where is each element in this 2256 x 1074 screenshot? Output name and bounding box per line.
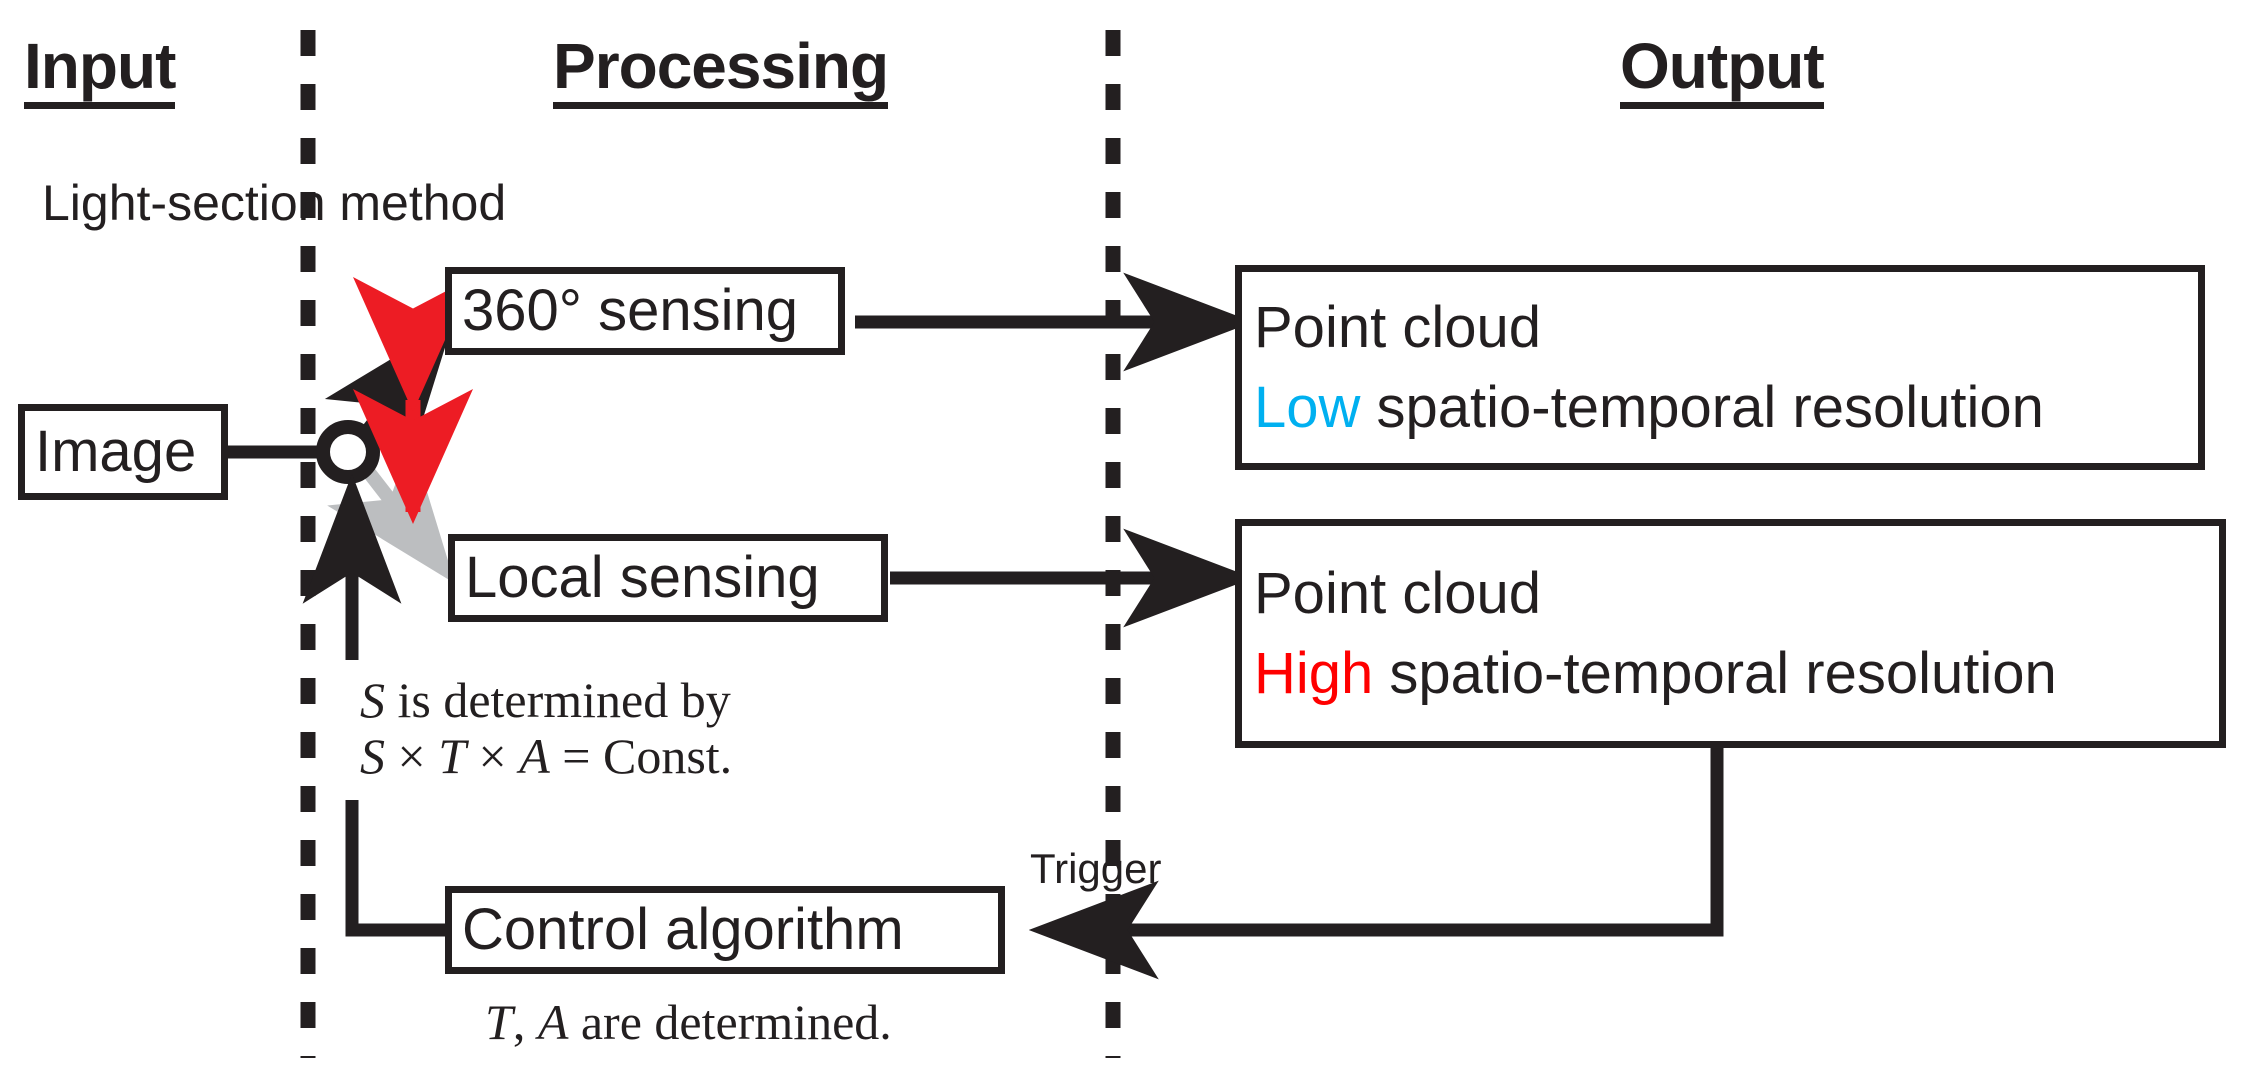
formula-equals: = [549, 728, 603, 784]
formula-times-1: × [385, 728, 439, 784]
connector-control-to-feedback [345, 800, 445, 937]
formula-var-s2: S [360, 728, 385, 784]
output-high-rest: spatio-temporal resolution [1373, 640, 2057, 706]
output-low-rest: spatio-temporal resolution [1360, 374, 2044, 440]
caption-comma: , [512, 994, 538, 1050]
column-header-processing-underline [553, 102, 889, 109]
column-header-processing: Processing [553, 34, 889, 109]
formula-var-a: A [519, 728, 550, 784]
image-input-box[interactable]: Image [18, 404, 228, 500]
column-header-output: Output [1620, 34, 1825, 109]
caption-rest: are determined. [568, 994, 892, 1050]
light-section-method-caption: Light-section method [42, 175, 507, 231]
column-header-input-underline [24, 102, 176, 109]
output-high-highlight: High [1254, 640, 1374, 706]
output-box-high-resolution[interactable]: Point cloud High spatio-temporal resolut… [1235, 519, 2226, 748]
connector-junction-to-local [327, 440, 456, 584]
formula-var-t: T [438, 728, 467, 784]
sampling-formula-line-1: S is determined by [360, 672, 732, 728]
formula-const: Const. [602, 728, 733, 784]
output-low-line-2: Low spatio-temporal resolution [1242, 374, 2198, 440]
control-algorithm-caption: T, A are determined. [485, 994, 892, 1050]
sampling-formula-line-2: S × T × A = Const. [360, 728, 732, 784]
connector-trigger-feedback [1028, 748, 1724, 980]
image-input-label: Image [35, 419, 197, 485]
column-header-output-label: Output [1620, 30, 1825, 102]
trigger-label: Trigger [1030, 845, 1162, 892]
output-low-line-1: Point cloud [1254, 295, 1541, 361]
sampling-formula: S is determined by S × T × A = Const. [360, 672, 732, 784]
control-algorithm-label: Control algorithm [462, 897, 904, 963]
local-sensing-box[interactable]: Local sensing [448, 534, 888, 622]
sensing-360-box[interactable]: 360° sensing [445, 267, 845, 355]
output-box-low-resolution[interactable]: Point cloud Low spatio-temporal resoluti… [1235, 265, 2205, 470]
column-header-output-underline [1620, 102, 1824, 109]
column-header-processing-label: Processing [553, 30, 889, 102]
sensing-360-label: 360° sensing [462, 278, 798, 344]
formula-line-1-text: is determined by [385, 672, 731, 728]
formula-times-2: × [466, 728, 520, 784]
output-high-line-1: Point cloud [1254, 561, 1541, 627]
column-header-input: Input [24, 34, 176, 109]
column-header-input-label: Input [24, 30, 176, 102]
junction-node [316, 420, 380, 484]
local-sensing-label: Local sensing [465, 545, 820, 611]
caption-var-a: A [537, 994, 569, 1050]
formula-var-s: S [360, 672, 385, 728]
output-low-highlight: Low [1254, 374, 1361, 440]
control-algorithm-box[interactable]: Control algorithm [445, 886, 1005, 974]
connector-junction-to-360 [324, 321, 454, 465]
output-high-line-2: High spatio-temporal resolution [1242, 640, 2219, 706]
caption-var-t: T [485, 994, 513, 1050]
